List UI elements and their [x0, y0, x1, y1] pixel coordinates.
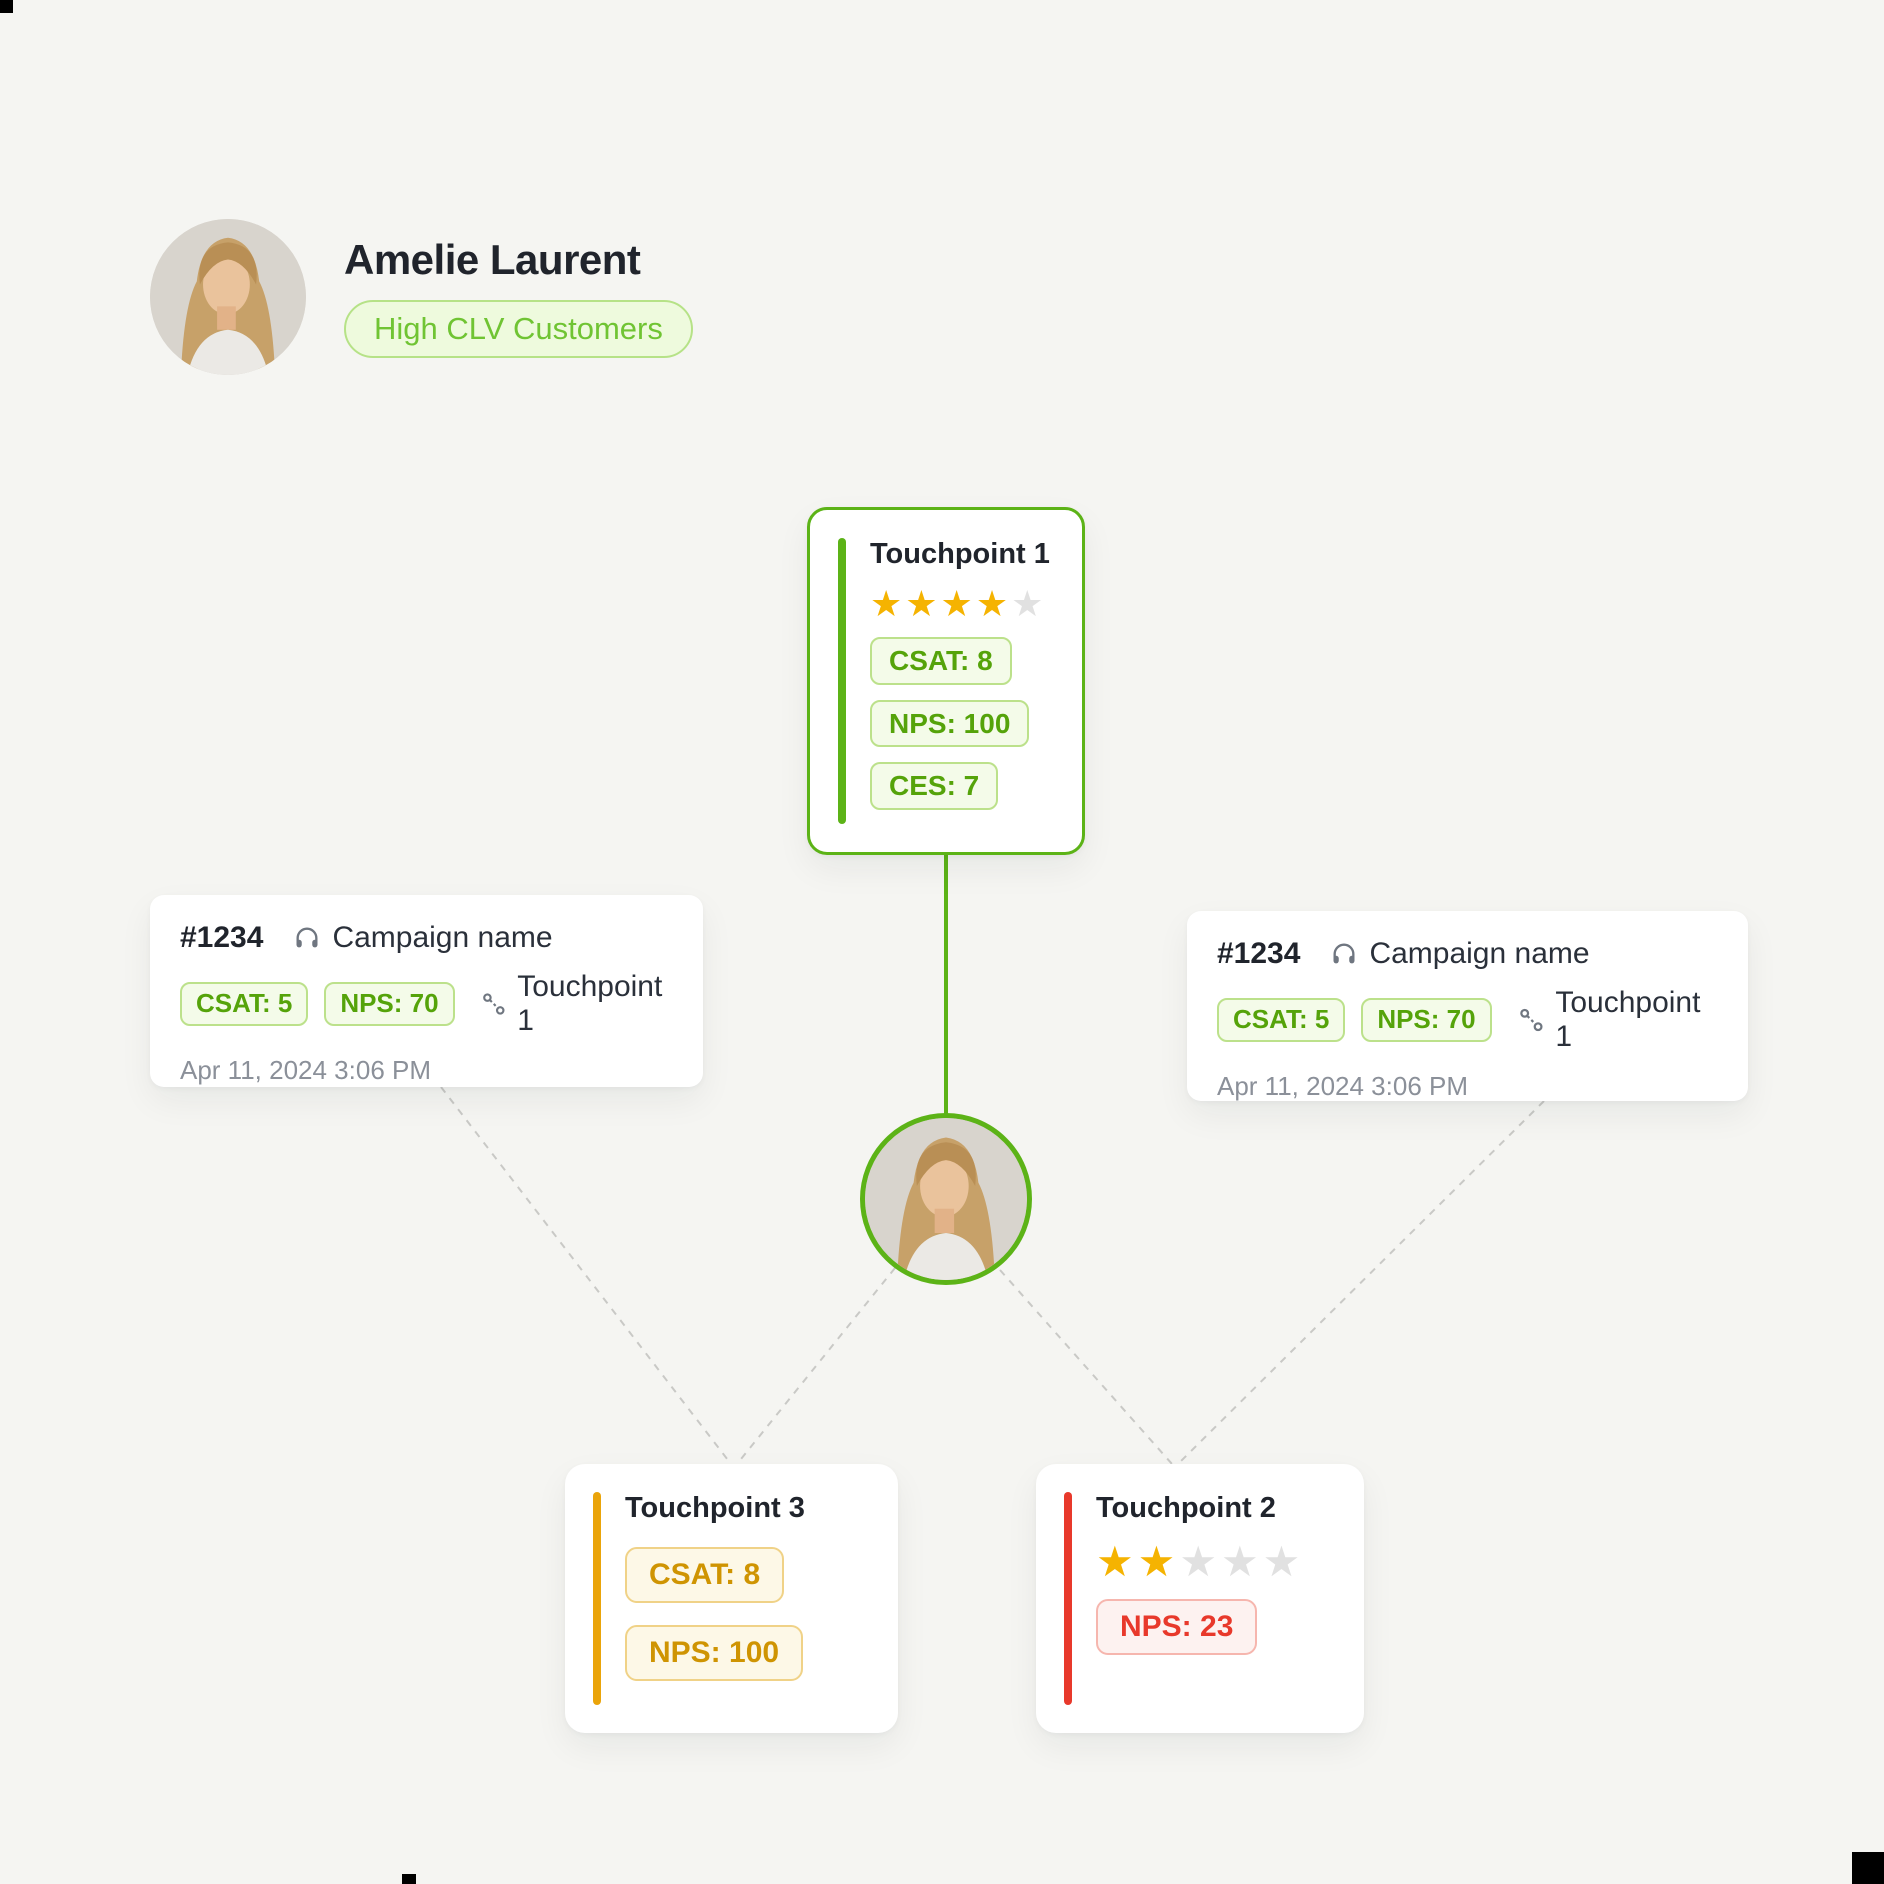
touchpoint-2-title: Touchpoint 2 [1096, 1492, 1276, 1524]
interaction-card-right[interactable]: #1234 Campaign name CSAT: 5 NPS: 70 Touc… [1187, 911, 1748, 1101]
touchpoint-3-accent-bar [593, 1492, 601, 1705]
avatar-photo-icon [150, 219, 306, 375]
customer-profile-header: Amelie Laurent High CLV Customers [150, 219, 693, 375]
touchpoint-1-accent-bar [838, 538, 846, 824]
nps-badge: NPS: 100 [625, 1625, 804, 1681]
campaign-group: Campaign name [1330, 937, 1590, 971]
customer-name: Amelie Laurent [344, 236, 641, 284]
touchpoint-2-accent-bar [1064, 1492, 1072, 1705]
journey-icon [481, 990, 507, 1018]
stars-filled: ★★★★ [870, 583, 1012, 624]
headphones-icon [1330, 940, 1358, 968]
nps-badge: NPS: 70 [1361, 998, 1492, 1042]
touchpoint-3-title: Touchpoint 3 [625, 1492, 805, 1524]
corner-artifact-bottom-right [1852, 1852, 1884, 1884]
csat-badge: CSAT: 5 [180, 982, 309, 1026]
ces-badge: CES: 7 [870, 762, 999, 810]
stars-empty: ★ [1011, 583, 1047, 624]
stars-filled: ★★ [1096, 1538, 1180, 1585]
nps-badge: NPS: 70 [324, 982, 455, 1026]
csat-badge: CSAT: 8 [625, 1547, 785, 1603]
touchpoint-group: Touchpoint 1 [1518, 986, 1718, 1054]
touchpoint-group: Touchpoint 1 [481, 970, 673, 1038]
headphones-icon [293, 924, 321, 952]
interaction-card-left[interactable]: #1234 Campaign name CSAT: 5 NPS: 70 Touc… [150, 895, 703, 1087]
campaign-name: Campaign name [1369, 937, 1590, 970]
customer-profile-text: Amelie Laurent High CLV Customers [344, 236, 693, 358]
csat-badge: CSAT: 8 [870, 637, 1012, 685]
record-metrics-row: CSAT: 5 NPS: 70 Touchpoint 1 [1217, 986, 1718, 1054]
touchpoint-1-title: Touchpoint 1 [870, 538, 1050, 570]
campaign-name: Campaign name [332, 921, 553, 954]
dashed-connector-rightcard-tp2 [1177, 1100, 1545, 1465]
touchpoint-2-body: Touchpoint 2 ★★★★★ NPS: 23 [1096, 1492, 1304, 1705]
dashed-connector-avatar-tp2 [999, 1269, 1173, 1465]
touchpoint-3-card[interactable]: Touchpoint 3 CSAT: 8 NPS: 100 [565, 1464, 898, 1733]
touchpoint-3-body: Touchpoint 3 CSAT: 8 NPS: 100 [625, 1492, 805, 1705]
nps-badge: NPS: 23 [1096, 1599, 1258, 1655]
record-header-row: #1234 Campaign name [180, 921, 673, 955]
dashed-connector-avatar-tp3 [736, 1267, 896, 1465]
touchpoint-1-star-rating: ★★★★★ [870, 586, 1046, 622]
dashed-connector-leftcard-tp3 [440, 1086, 732, 1465]
corner-artifact-top-left [0, 0, 13, 13]
record-timestamp: Apr 11, 2024 3:06 PM [180, 1055, 432, 1085]
record-header-row: #1234 Campaign name [1217, 937, 1718, 971]
record-metrics-row: CSAT: 5 NPS: 70 Touchpoint 1 [180, 970, 673, 1038]
touchpoint-label: Touchpoint 1 [1555, 986, 1701, 1053]
record-timestamp: Apr 11, 2024 3:06 PM [1217, 1071, 1469, 1101]
touchpoint-label: Touchpoint 1 [517, 970, 663, 1037]
segment-badge[interactable]: High CLV Customers [344, 300, 693, 358]
campaign-group: Campaign name [293, 921, 553, 955]
avatar-photo-icon [865, 1118, 1027, 1280]
journey-center-avatar[interactable] [860, 1113, 1032, 1285]
journey-icon [1518, 1006, 1545, 1034]
customer-avatar[interactable] [150, 219, 306, 375]
edge-artifact-bottom [402, 1874, 416, 1884]
touchpoint-1-body: Touchpoint 1 ★★★★★ CSAT: 8 NPS: 100 CES:… [870, 538, 1050, 824]
stars-empty: ★★★ [1179, 1538, 1305, 1585]
touchpoint-1-card[interactable]: Touchpoint 1 ★★★★★ CSAT: 8 NPS: 100 CES:… [807, 507, 1085, 855]
record-id: #1234 [1217, 937, 1301, 970]
touchpoint-2-card[interactable]: Touchpoint 2 ★★★★★ NPS: 23 [1036, 1464, 1364, 1733]
csat-badge: CSAT: 5 [1217, 998, 1346, 1042]
record-id: #1234 [180, 921, 264, 954]
touchpoint-2-star-rating: ★★★★★ [1096, 1541, 1304, 1583]
nps-badge: NPS: 100 [870, 699, 1030, 748]
